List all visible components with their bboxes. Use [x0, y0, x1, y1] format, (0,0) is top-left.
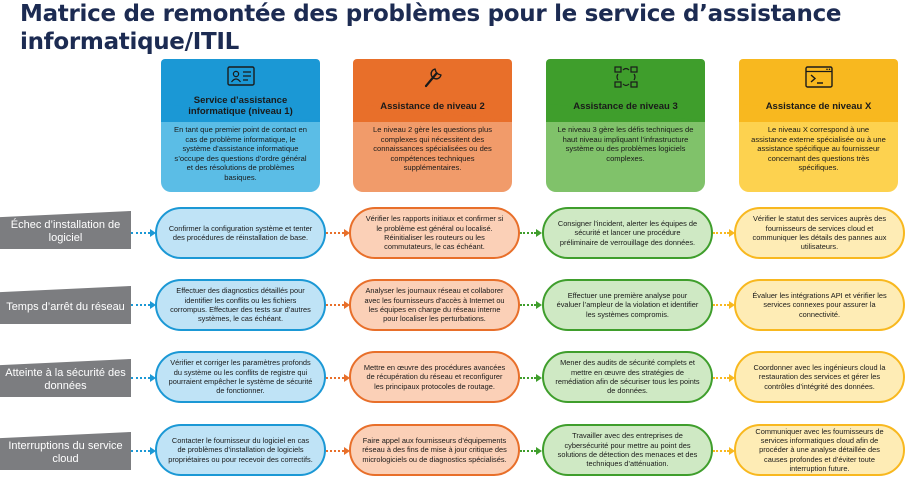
connector-arrow: [520, 374, 542, 382]
connector-arrow: [520, 301, 542, 309]
connector-arrow: [131, 447, 156, 455]
action-cell: Communiquer avec les fournisseurs de ser…: [734, 424, 905, 476]
column-label: Assistance de niveau 2: [380, 100, 485, 112]
column-label: Assistance de niveau 3: [573, 100, 678, 112]
connector-arrow: [131, 301, 156, 309]
action-cell: Évaluer les intégrations API et vérifier…: [734, 279, 905, 331]
action-cell: Vérifier les rapports initiaux et confir…: [349, 207, 520, 259]
network-cycle-icon: [613, 66, 638, 88]
connector-arrow: [713, 301, 735, 309]
action-cell: Consigner l’incident, alerter les équipe…: [542, 207, 713, 259]
action-cell: Contacter le fournisseur du logiciel en …: [155, 424, 326, 476]
action-cell: Travailler avec des entreprises de cyber…: [542, 424, 713, 476]
connector-arrow: [326, 301, 350, 309]
column-header-level-2: Assistance de niveau 2 Le niveau 2 gère …: [353, 59, 512, 192]
connector-arrow: [131, 374, 156, 382]
column-description: Le niveau 3 gère les défis techniques de…: [546, 122, 705, 192]
action-cell: Effectuer des diagnostics détaillés pour…: [155, 279, 326, 331]
action-cell: Mettre en œuvre des procédures avancées …: [349, 351, 520, 403]
column-header-level-3: Assistance de niveau 3 Le niveau 3 gère …: [546, 59, 705, 192]
action-cell: Faire appel aux fournisseurs d’équipemen…: [349, 424, 520, 476]
connector-arrow: [520, 229, 542, 237]
action-cell: Coordonner avec les ingénieurs cloud la …: [734, 351, 905, 403]
connector-arrow: [520, 447, 542, 455]
connector-arrow: [326, 447, 350, 455]
support-agent-icon: [226, 66, 255, 86]
connector-arrow: [326, 374, 350, 382]
row-label: Atteinte à la sécurité des données: [0, 359, 131, 397]
action-cell: Vérifier et corriger les paramètres prof…: [155, 351, 326, 403]
column-label: Assistance de niveau X: [765, 100, 872, 112]
page-title: Matrice de remontée des problèmes pour l…: [20, 1, 842, 55]
row-label: Échec d’installation de logiciel: [0, 211, 131, 249]
action-cell: Vérifier le statut des services auprès d…: [734, 207, 905, 259]
action-cell: Confirmer la configuration système et te…: [155, 207, 326, 259]
action-cell: Mener des audits de sécurité complets et…: [542, 351, 713, 403]
connector-arrow: [713, 229, 735, 237]
row-label: Interruptions du service cloud: [0, 432, 131, 470]
connector-arrow: [713, 374, 735, 382]
action-cell: Analyser les journaux réseau et collabor…: [349, 279, 520, 331]
terminal-icon: [804, 66, 833, 88]
connector-arrow: [326, 229, 350, 237]
column-description: Le niveau X correspond à une assistance …: [739, 122, 898, 192]
column-label: Service d’assistance informatique (nivea…: [188, 95, 293, 117]
column-description: Le niveau 2 gère les questions plus comp…: [353, 122, 512, 192]
action-cell: Effectuer une première analyse pour éval…: [542, 279, 713, 331]
column-header-level-1: Service d’assistance informatique (nivea…: [161, 59, 320, 192]
column-description: En tant que premier point de contact en …: [161, 122, 320, 192]
connector-arrow: [131, 229, 156, 237]
wrench-icon: [424, 68, 442, 88]
connector-arrow: [713, 447, 735, 455]
column-header-level-x: Assistance de niveau X Le niveau X corre…: [739, 59, 898, 192]
row-label: Temps d’arrêt du réseau: [0, 286, 131, 324]
